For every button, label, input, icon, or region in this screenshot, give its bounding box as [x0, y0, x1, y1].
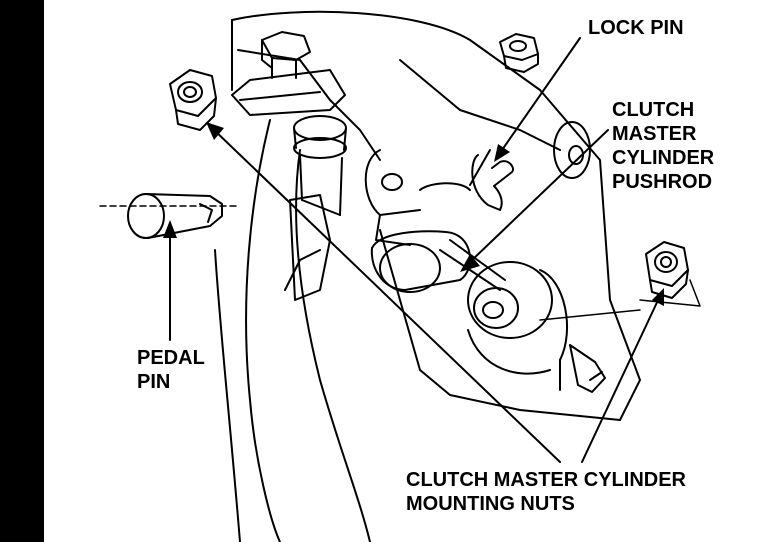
- label-mounting-nuts-line: MOUNTING NUTS: [406, 493, 575, 515]
- left-margin-bar: [0, 0, 44, 542]
- right-bolt: [499, 33, 539, 73]
- leader-lines: [99, 37, 701, 463]
- upper-bolt: [231, 31, 347, 216]
- pedal-bracket: [214, 10, 641, 542]
- label-pedal-pin: PEDAL PIN: [137, 346, 205, 394]
- right-mounting-nut: [645, 241, 689, 299]
- label-pushrod-line: MASTER: [612, 123, 697, 145]
- master-cylinder: [364, 149, 606, 393]
- label-pushrod: CLUTCH MASTER CYLINDER PUSHROD: [612, 98, 714, 194]
- label-mounting-nuts: CLUTCH MASTER CYLINDER MOUNTING NUTS: [406, 468, 686, 516]
- label-pedal-pin-line: PEDAL: [137, 347, 205, 369]
- label-pushrod-line: PUSHROD: [612, 171, 713, 193]
- label-pedal-pin-line: PIN: [137, 371, 171, 393]
- label-lock-pin: LOCK PIN: [588, 17, 684, 39]
- pedal-pin-part: [127, 193, 223, 239]
- lock-pin: [469, 149, 514, 211]
- label-pushrod-line: CLUTCH: [612, 99, 695, 121]
- left-mounting-nut: [169, 69, 217, 131]
- label-mounting-nuts-line: CLUTCH MASTER CYLINDER: [406, 469, 686, 491]
- label-pushrod-line: CYLINDER: [612, 147, 715, 169]
